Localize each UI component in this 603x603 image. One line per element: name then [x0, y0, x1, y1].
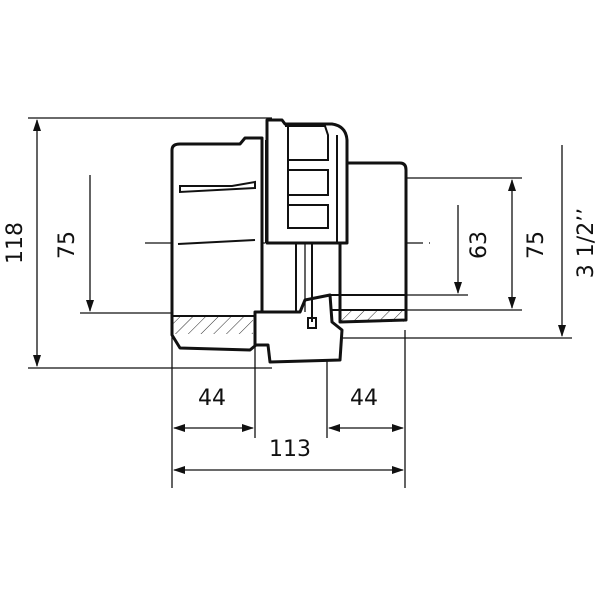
- dim-75-left-label: 75: [55, 231, 80, 259]
- dim-63-label: 63: [467, 231, 492, 259]
- dim-75-right-label: 75: [524, 231, 549, 259]
- union-body: [170, 118, 408, 364]
- dim-thread-label: 3 1/2’’: [574, 208, 599, 278]
- dimension-lines: [33, 119, 566, 474]
- dim-44-right-label: 44: [350, 386, 378, 411]
- dim-118-label: 118: [3, 222, 28, 264]
- dim-44-left-label: 44: [198, 386, 226, 411]
- dim-113-label: 113: [269, 437, 311, 462]
